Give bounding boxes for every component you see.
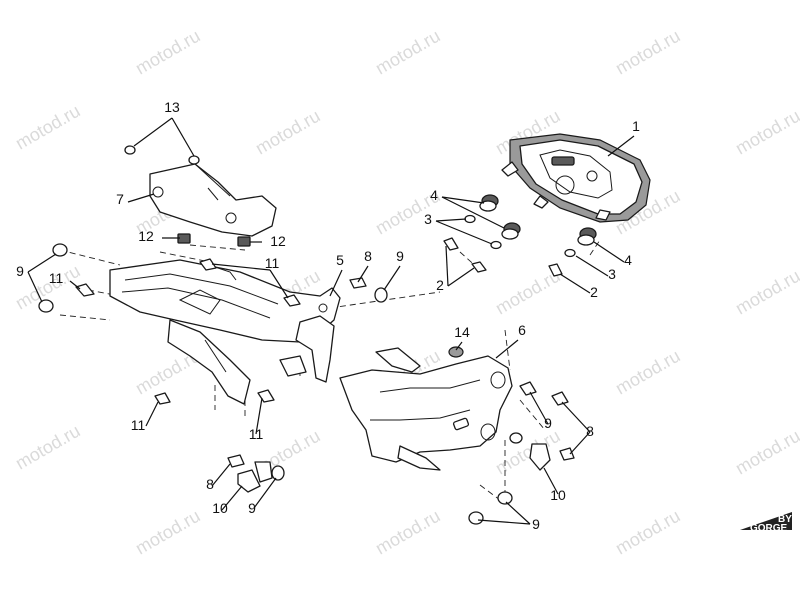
callout-c8c: 8	[206, 476, 214, 492]
callout-c9a: 9	[16, 263, 24, 279]
watermark-text: motod.ru	[12, 101, 84, 154]
watermark-text: motod.ru	[252, 106, 324, 159]
watermark-text: motod.ru	[612, 346, 684, 399]
callout-c8b: 8	[586, 423, 594, 439]
bracket-fasteners	[38, 243, 388, 405]
callout-c11d: 11	[249, 426, 264, 442]
callout-c11c: 11	[131, 417, 146, 433]
callout-c7: 7	[116, 191, 124, 207]
callout-c5: 5	[336, 252, 344, 268]
callout-c10a: 10	[212, 500, 228, 516]
callout-c9b: 9	[396, 248, 404, 264]
watermark-text: motod.ru	[132, 506, 204, 559]
callout-c13: 13	[164, 99, 180, 115]
callout-c10b: 10	[550, 487, 566, 503]
callout-c12b: 12	[270, 233, 286, 249]
brand-logo: BY GORGE	[740, 512, 792, 534]
watermark-text: motod.ru	[612, 506, 684, 559]
callout-c6: 6	[518, 322, 526, 338]
callout-c2b: 2	[590, 284, 598, 300]
callout-c14: 14	[454, 324, 470, 340]
watermark-text: motod.ru	[732, 106, 800, 159]
logo-line2: GORGE	[750, 523, 788, 534]
callout-c4b: 4	[624, 252, 632, 268]
lower-bracket-part	[339, 346, 513, 471]
watermark-text: motod.ru	[492, 426, 564, 479]
callout-c9e: 9	[532, 516, 540, 532]
callout-c9d: 9	[248, 500, 256, 516]
watermark-text: motod.ru	[612, 26, 684, 79]
lower-bracket-fasteners	[468, 381, 575, 525]
callout-c12a: 12	[138, 228, 154, 244]
callout-c9c: 9	[544, 415, 552, 431]
callout-c1: 1	[632, 118, 640, 134]
watermark-text: motod.ru	[12, 421, 84, 474]
callout-c11b: 11	[265, 255, 280, 271]
leader-lines	[27, 117, 635, 525]
callout-c3b: 3	[608, 266, 616, 282]
callout-c8a: 8	[364, 248, 372, 264]
grommet-group-right	[443, 194, 597, 277]
instrument-housing-part	[501, 133, 651, 223]
clip-fasteners-left	[227, 454, 285, 493]
main-bracket-part	[109, 259, 341, 405]
callout-c11a: 11	[49, 270, 64, 286]
callout-c3a: 3	[424, 211, 432, 227]
watermark-text: motod.ru	[732, 266, 800, 319]
cover-plate-part	[124, 145, 277, 247]
watermark-text: motod.ru	[372, 26, 444, 79]
logo-line1: BY	[778, 514, 792, 525]
watermark-text: motod.ru	[372, 506, 444, 559]
callout-c4a: 4	[430, 187, 438, 203]
watermark-text: motod.ru	[732, 426, 800, 479]
callout-c2a: 2	[436, 277, 444, 293]
watermark-text: motod.ru	[132, 26, 204, 79]
